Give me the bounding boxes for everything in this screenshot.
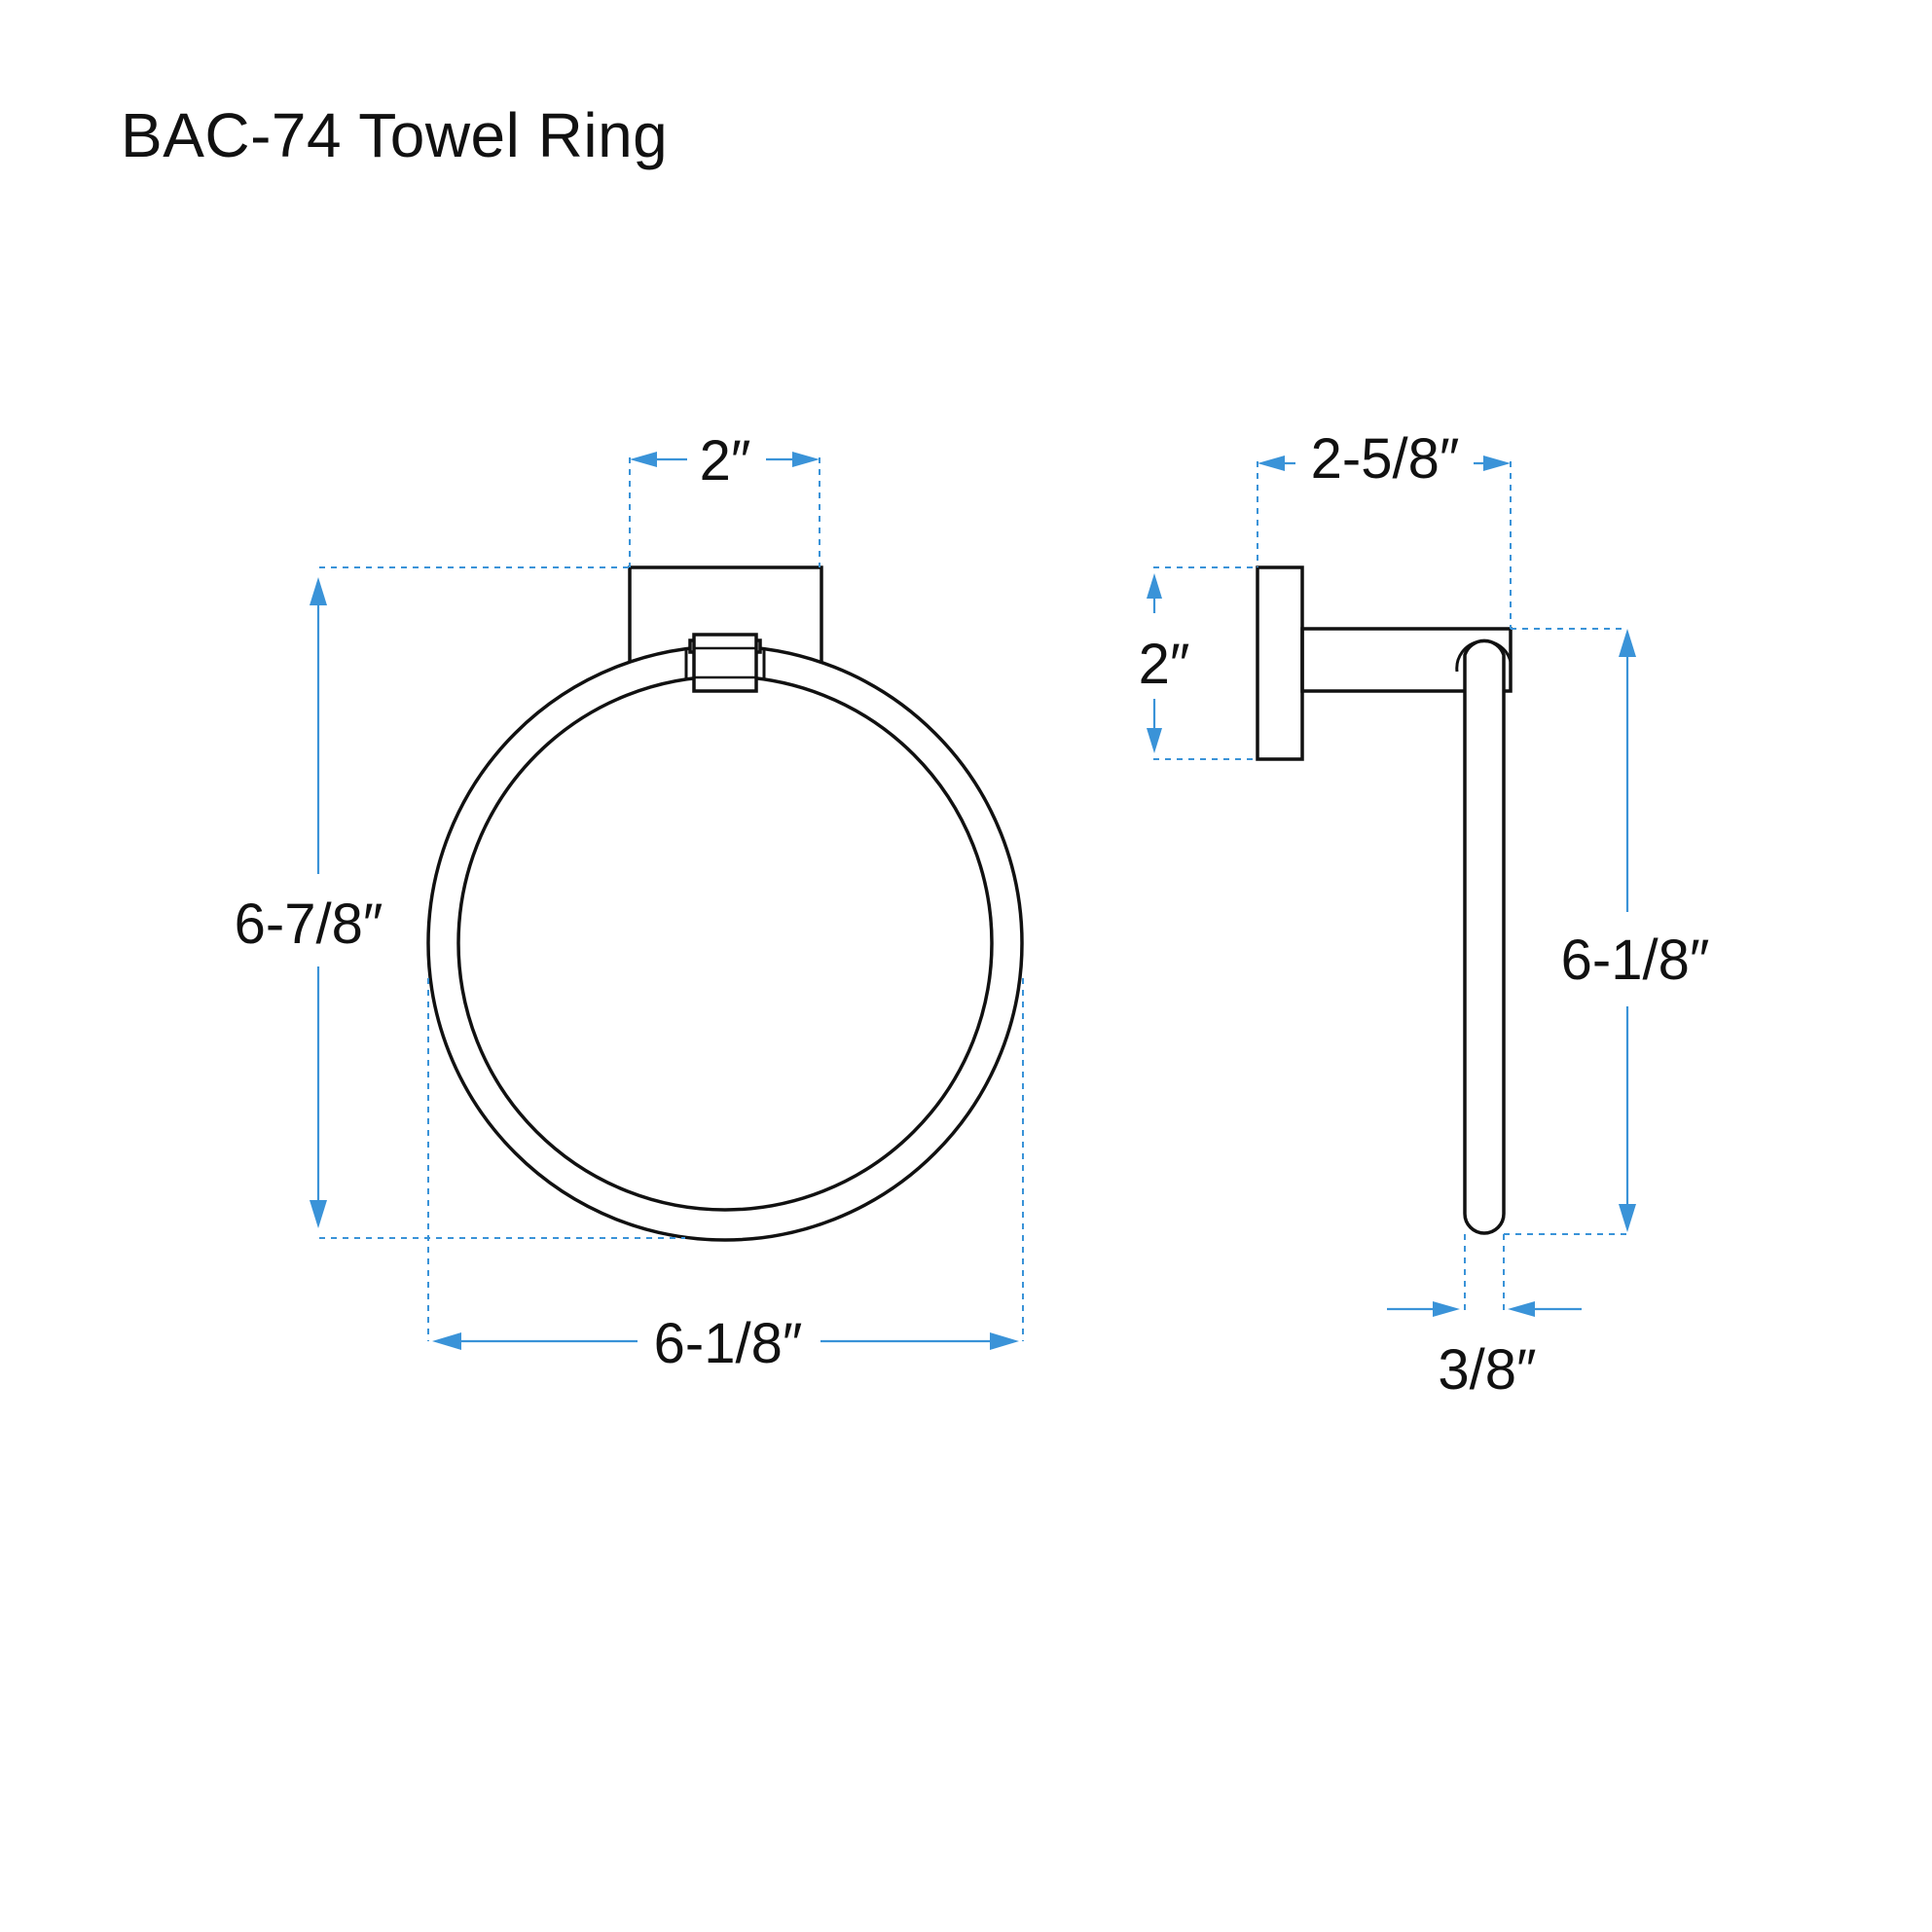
- front-dim-plate-width: 2″: [629, 429, 820, 567]
- dim-label-ring-diameter: 6-1/8″: [654, 1312, 803, 1375]
- front-dim-overall-height: 6-7/8″: [235, 566, 685, 1239]
- side-dim-ring-thickness: 3/8″: [1387, 1234, 1582, 1402]
- side-ring-bend: [1455, 639, 1513, 673]
- dim-label-ring-thickness: 3/8″: [1438, 1338, 1536, 1402]
- front-view: [426, 565, 1024, 1242]
- front-dim-ring-diameter: 6-1/8″: [427, 978, 1024, 1375]
- dim-label-plate-height: 2″: [1139, 633, 1190, 696]
- side-mounting-plate: [1256, 565, 1304, 761]
- side-dim-plate-height: 2″: [1139, 566, 1258, 760]
- front-ring-outer: [426, 644, 1024, 1242]
- dim-label-projection: 2-5/8″: [1311, 427, 1460, 491]
- page-title: BAC-74 Towel Ring: [121, 100, 669, 170]
- side-ring-profile: [1463, 638, 1506, 1235]
- side-dim-projection: 2-5/8″: [1257, 427, 1512, 629]
- side-dim-ring-drop: 6-1/8″: [1504, 628, 1710, 1235]
- dim-label-overall-height: 6-7/8″: [235, 893, 383, 956]
- dim-label-ring-drop: 6-1/8″: [1561, 929, 1710, 992]
- front-collar: [692, 633, 758, 693]
- dim-label-plate-width: 2″: [700, 429, 751, 492]
- side-view: [1256, 565, 1513, 1235]
